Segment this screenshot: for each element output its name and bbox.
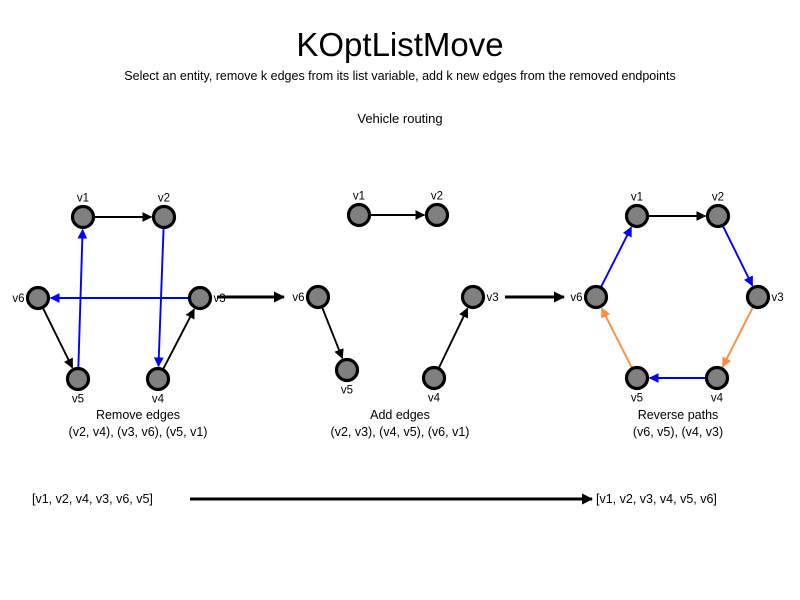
node-label-v4: v4 — [152, 394, 165, 406]
node-circle[interactable] — [424, 202, 450, 228]
edge-v5-v1 — [77, 228, 88, 368]
caption-detail-panel-reverse: (v6, v5), (v4, v3) — [633, 425, 723, 439]
node-panel-remove-v6[interactable]: v6 — [12, 285, 51, 311]
node-panel-reverse-v1[interactable]: v1 — [624, 192, 650, 229]
node-circle[interactable] — [151, 204, 177, 230]
node-circle[interactable] — [346, 202, 372, 228]
node-panel-reverse-v3[interactable]: v3 — [745, 284, 784, 310]
node-label-v5: v5 — [72, 394, 84, 406]
node-panel-add-v3[interactable]: v3 — [460, 284, 499, 310]
node-label-v1: v1 — [353, 191, 365, 203]
sequence-before: [v1, v2, v4, v3, v6, v5] — [32, 492, 153, 506]
node-panel-reverse-v4[interactable]: v4 — [704, 365, 730, 405]
node-circle[interactable] — [305, 284, 331, 310]
node-panel-add-v2[interactable]: v2 — [424, 191, 450, 228]
node-circle[interactable] — [145, 366, 171, 392]
captions-layer: Remove edges (v2, v4), (v3, v6), (v5, v1)… — [69, 408, 724, 439]
node-panel-add-v4[interactable]: v4 — [421, 365, 447, 405]
edge-v2-v3 — [722, 225, 754, 287]
node-label-v3: v3 — [772, 292, 784, 304]
nodes-layer: v1 v2 v3 v4 v5 v6 v1 v2 v3 v4 v5 v6 v1 v2 v3 v4 v5 v6 — [12, 191, 783, 406]
node-label-v6: v6 — [570, 292, 582, 304]
node-panel-reverse-v5[interactable]: v5 — [624, 365, 650, 405]
node-label-v4: v4 — [428, 393, 441, 405]
node-label-v3: v3 — [214, 293, 226, 305]
node-circle[interactable] — [25, 285, 51, 311]
node-circle[interactable] — [745, 284, 771, 310]
node-label-v5: v5 — [341, 385, 353, 397]
caption-title-panel-remove: Remove edges — [96, 408, 180, 422]
edge-v3-v4 — [721, 306, 754, 368]
node-circle[interactable] — [583, 284, 609, 310]
edge-v4-v3 — [162, 308, 195, 370]
caption-detail-panel-remove: (v2, v4), (v3, v6), (v5, v1) — [69, 425, 208, 439]
node-circle[interactable] — [65, 366, 91, 392]
node-label-v2: v2 — [158, 193, 170, 205]
node-label-v2: v2 — [712, 192, 724, 204]
edge-v6-v5 — [321, 307, 344, 360]
page-subtitle: Select an entity, remove k edges from it… — [124, 69, 676, 83]
sequence-row: [v1, v2, v4, v3, v6, v5] [v1, v2, v3, v4… — [32, 492, 717, 506]
caption-title-panel-add: Add edges — [370, 408, 430, 422]
caption-title-panel-reverse: Reverse paths — [638, 408, 719, 422]
node-circle[interactable] — [187, 285, 213, 311]
node-label-v4: v4 — [711, 393, 724, 405]
node-circle[interactable] — [70, 204, 96, 230]
node-circle[interactable] — [421, 365, 447, 391]
edges-layer — [42, 210, 754, 383]
node-circle[interactable] — [334, 357, 360, 383]
node-panel-add-v5[interactable]: v5 — [334, 357, 360, 397]
node-label-v6: v6 — [12, 293, 24, 305]
node-label-v1: v1 — [631, 192, 643, 204]
node-panel-add-v6[interactable]: v6 — [292, 284, 331, 310]
node-panel-remove-v2[interactable]: v2 — [151, 193, 177, 230]
node-label-v3: v3 — [487, 292, 499, 304]
page-title: KOptListMove — [296, 26, 504, 63]
node-circle[interactable] — [704, 365, 730, 391]
edge-v6-v5 — [42, 307, 74, 369]
node-panel-reverse-v2[interactable]: v2 — [705, 192, 731, 229]
node-panel-remove-v5[interactable]: v5 — [65, 366, 91, 406]
node-label-v1: v1 — [77, 193, 89, 205]
node-label-v6: v6 — [292, 292, 304, 304]
edge-v6-v1 — [600, 226, 633, 288]
edge-v4-v3 — [438, 307, 469, 369]
sequence-after: [v1, v2, v3, v4, v5, v6] — [596, 492, 717, 506]
node-circle[interactable] — [460, 284, 486, 310]
node-circle[interactable] — [705, 203, 731, 229]
node-panel-reverse-v6[interactable]: v6 — [570, 284, 609, 310]
node-panel-remove-v4[interactable]: v4 — [145, 366, 171, 406]
section-label: Vehicle routing — [357, 111, 443, 126]
edge-v5-v6 — [600, 307, 633, 369]
node-panel-add-v1[interactable]: v1 — [346, 191, 372, 228]
node-circle[interactable] — [624, 365, 650, 391]
node-circle[interactable] — [624, 203, 650, 229]
node-label-v5: v5 — [631, 393, 643, 405]
node-label-v2: v2 — [431, 191, 443, 203]
caption-detail-panel-add: (v2, v3), (v4, v5), (v6, v1) — [331, 425, 470, 439]
node-panel-remove-v1[interactable]: v1 — [70, 193, 96, 230]
